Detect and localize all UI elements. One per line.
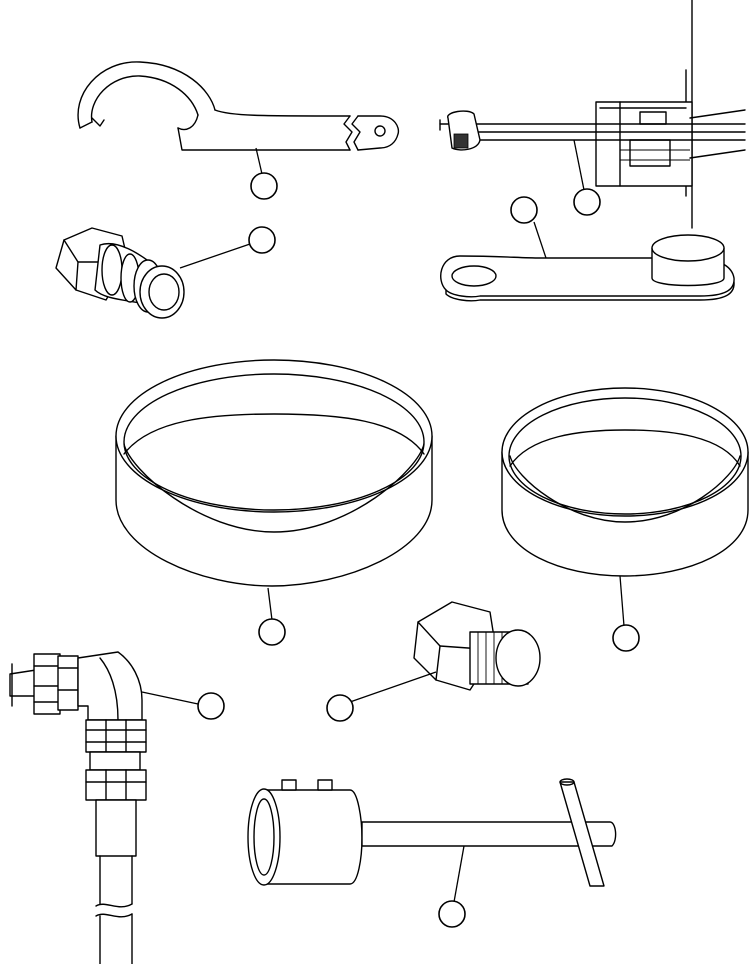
callouts <box>141 139 640 928</box>
callout-balloon <box>326 694 354 722</box>
threaded-adapter <box>55 227 185 319</box>
callout-balloon <box>438 900 466 928</box>
t-handle-sleeve-tool <box>247 778 617 887</box>
callout-balloon <box>250 172 278 200</box>
callout-balloon <box>510 196 538 224</box>
callout-balloon <box>248 226 276 254</box>
callout-balloon <box>258 618 286 646</box>
puller-tool <box>439 0 746 229</box>
hex-plug <box>413 601 541 691</box>
elbow-hose-fitting <box>9 651 147 964</box>
hook-spanner-wrench <box>77 61 400 151</box>
cap-strap-tool <box>440 234 735 302</box>
callout-balloon <box>197 692 225 720</box>
small-ring <box>501 387 749 577</box>
callout-balloon <box>573 188 601 216</box>
callout-balloon <box>612 624 640 652</box>
large-ring <box>115 359 433 587</box>
